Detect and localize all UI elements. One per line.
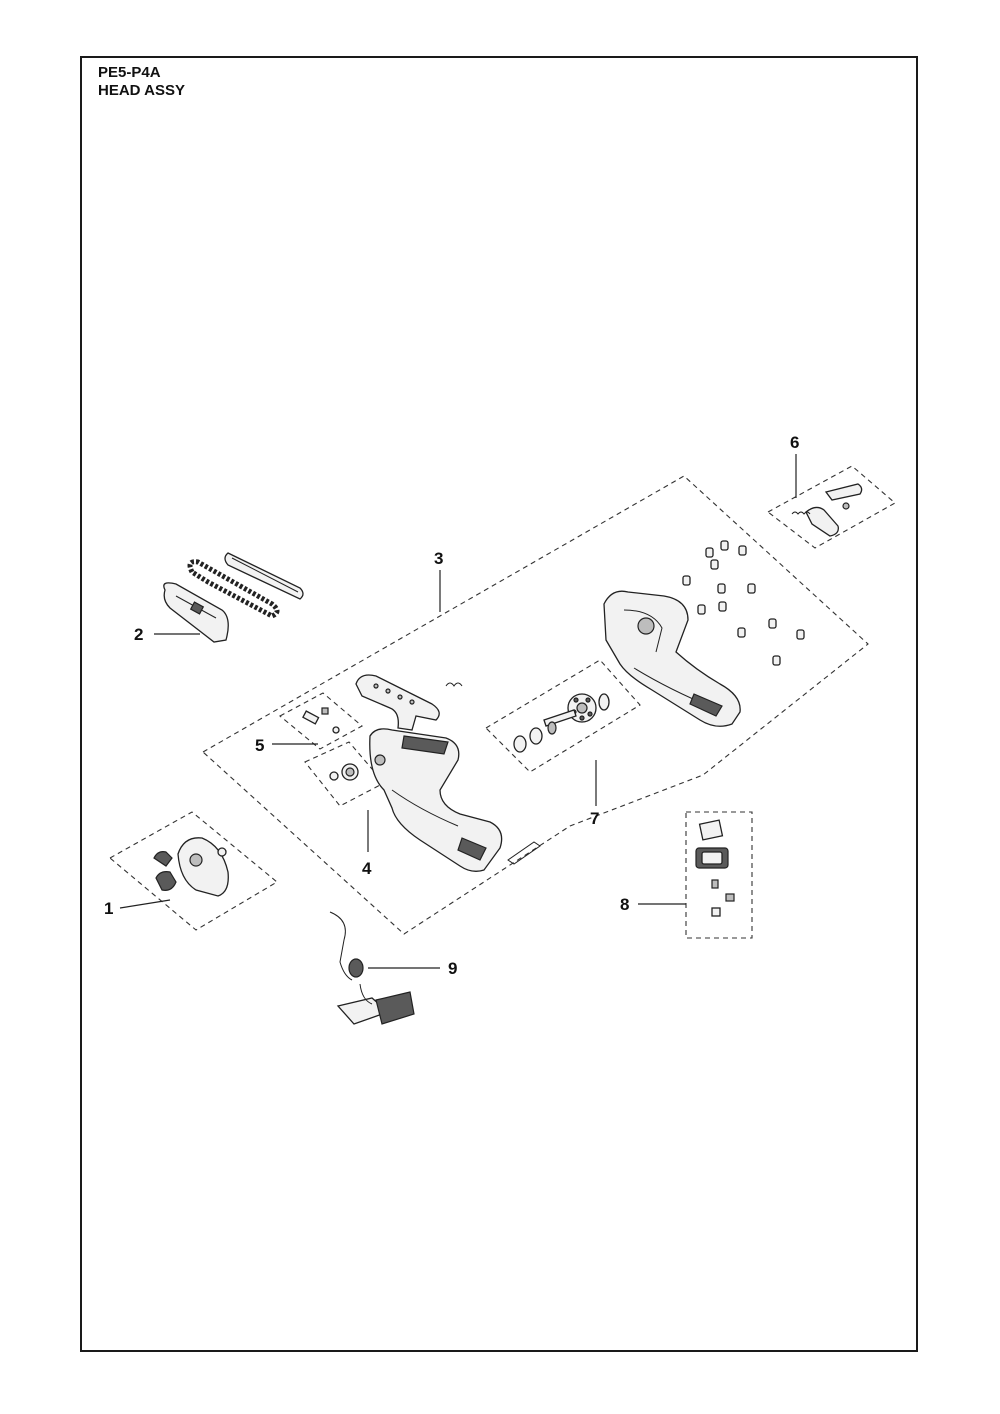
assembly-name: HEAD ASSY xyxy=(98,82,185,99)
callout-5: 5 xyxy=(255,736,264,755)
saw-chain xyxy=(187,559,280,619)
housing-half-right xyxy=(603,590,741,727)
group-box-5 xyxy=(279,692,363,750)
callout-4: 4 xyxy=(362,859,372,878)
housing-screws xyxy=(682,540,805,666)
callout-6: 6 xyxy=(790,433,799,452)
lock-lever xyxy=(355,674,463,731)
part-8-switch xyxy=(695,819,735,917)
callout-8: 8 xyxy=(620,895,629,914)
callout-3: 3 xyxy=(434,549,443,568)
part-7-gear-shaft xyxy=(513,693,610,753)
part-5-screws xyxy=(302,707,340,734)
part-9-wiring-harness xyxy=(329,911,415,1025)
drawing-title-block: PE5-P4A HEAD ASSY xyxy=(98,64,185,100)
part-2-bar-chain-cover xyxy=(163,552,304,643)
group-box-8 xyxy=(685,811,753,939)
part-6-trigger xyxy=(791,483,863,537)
leader-1 xyxy=(119,899,171,909)
callout-1: 1 xyxy=(104,899,113,918)
drawing-frame xyxy=(80,56,918,1352)
callout-9: 9 xyxy=(448,959,457,978)
callout-2: 2 xyxy=(134,625,143,644)
model-code: PE5-P4A xyxy=(98,64,161,81)
housing-half-left xyxy=(369,728,541,872)
group-box-3 xyxy=(202,475,869,935)
callout-7: 7 xyxy=(590,809,599,828)
part-4-sprocket xyxy=(329,763,359,781)
group-box-7 xyxy=(485,659,641,773)
part-1-sprocket-cover xyxy=(153,837,229,897)
group-box-1 xyxy=(109,811,278,931)
group-box-6 xyxy=(766,465,896,549)
